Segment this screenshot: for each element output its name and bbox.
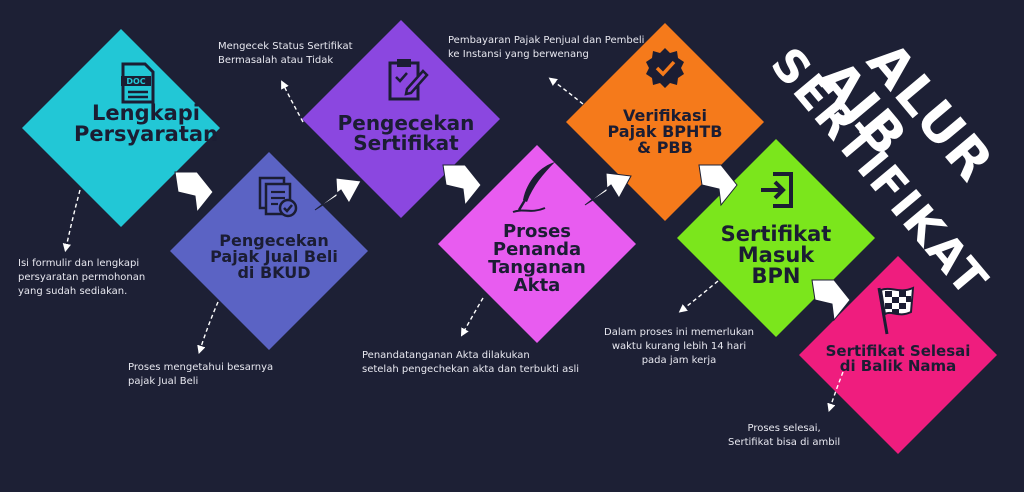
step-5-label: Verifikasi Pajak BPHTB & PBB bbox=[607, 106, 723, 157]
arrow-6-7 bbox=[811, 279, 851, 322]
arrow-1-2 bbox=[174, 171, 214, 214]
note-step-7: Proses selesai, Sertifikat bisa di ambil bbox=[728, 423, 841, 448]
note-step-1: Isi formulir dan lengkapi persyaratan pe… bbox=[18, 258, 146, 297]
step-2-label: Pengecekan Pajak Jual Beli di BKUD bbox=[210, 231, 338, 282]
checkered-flag-icon bbox=[877, 286, 915, 335]
note-5-connector bbox=[548, 77, 584, 105]
note-step-4: Penandatanganan Akta dilakukan setelah p… bbox=[362, 350, 580, 375]
arrow-5-6 bbox=[698, 164, 738, 207]
sign-in-icon bbox=[761, 172, 793, 208]
note-2-connector bbox=[197, 301, 219, 355]
note-1-connector bbox=[62, 189, 81, 253]
arrow-3-4 bbox=[442, 164, 482, 207]
note-step-5: Pembayaran Pajak Penjual dan Pembeli ke … bbox=[448, 35, 645, 60]
documents-check-icon bbox=[258, 176, 298, 218]
note-step-3: Mengecek Status Sertifikat Bermasalah at… bbox=[218, 41, 353, 66]
verified-badge-icon bbox=[646, 48, 684, 88]
svg-text:DOC: DOC bbox=[126, 77, 145, 86]
note-step-6: Dalam proses ini memerlukan waktu kurang… bbox=[604, 327, 754, 366]
step-1-label: Lengkapi Persyaratan bbox=[73, 101, 219, 146]
note-step-2: Proses mengetahui besarnya pajak Jual Be… bbox=[128, 362, 274, 387]
note-3-connector bbox=[281, 80, 304, 123]
note-6-connector bbox=[678, 280, 719, 313]
note-4-connector bbox=[460, 297, 484, 337]
note-7-connector bbox=[827, 371, 844, 412]
clipboard-pen-icon bbox=[388, 59, 429, 101]
step-6-label: Sertifikat Masuk BPN bbox=[720, 222, 832, 288]
arrow-2-3 bbox=[314, 177, 362, 211]
quill-pen-icon bbox=[512, 162, 555, 213]
step-3-label: Pengecekan Sertifikat bbox=[337, 111, 475, 155]
step-4-label: Proses Penanda Tanganan Akta bbox=[488, 221, 586, 296]
step-7-label: Sertifikat Selesai di Balik Nama bbox=[825, 342, 971, 375]
arrow-4-5 bbox=[584, 172, 632, 206]
doc-icon: DOC bbox=[121, 62, 155, 104]
